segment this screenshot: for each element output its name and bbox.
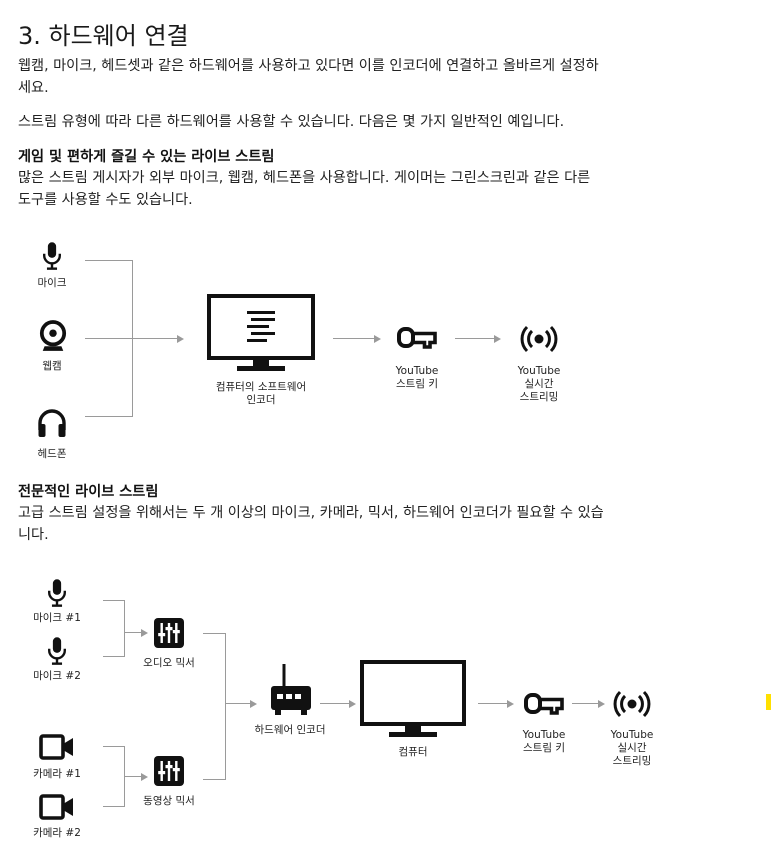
connector <box>124 600 125 657</box>
webcam-icon <box>39 320 67 352</box>
hardware-encoder-icon <box>271 664 311 715</box>
software-encoder-label-line-1: 컴퓨터의 소프트웨어 <box>215 381 307 393</box>
connector <box>455 338 495 339</box>
live-label-line-2: 실시간 <box>524 378 554 390</box>
connector <box>85 260 132 261</box>
arrow-head <box>598 699 605 708</box>
live-label-line-2: 실시간 <box>617 742 647 754</box>
yellow-marker <box>766 694 771 710</box>
live-broadcast-icon <box>612 689 652 719</box>
stream-key-label-line-1: YouTube <box>522 729 566 741</box>
microphone-icon <box>41 241 63 271</box>
section-title: 3. 하드웨어 연결 <box>18 22 189 50</box>
connector <box>225 703 251 704</box>
connector <box>124 776 142 777</box>
connector <box>103 746 124 747</box>
arrow-head <box>177 334 184 343</box>
connector <box>132 338 178 339</box>
gaming-description-line-2: 도구를 사용할 수도 있습니다. <box>18 192 193 208</box>
stream-key-label-line-2: 스트림 키 <box>523 742 565 754</box>
intro-text-2: 스트림 유형에 따라 다른 하드웨어를 사용할 수 있습니다. 다음은 몇 가지… <box>18 114 565 130</box>
live-label-line-3: 스트리밍 <box>612 755 652 767</box>
mic-label: 마이크 <box>37 277 67 289</box>
live-label-line-1: YouTube <box>610 729 654 741</box>
monitor-icon <box>207 294 315 371</box>
mic-2-label: 마이크 #2 <box>33 670 81 682</box>
connector <box>103 600 124 601</box>
connector <box>478 703 508 704</box>
connector <box>85 338 132 339</box>
key-icon <box>397 326 437 350</box>
mic-1-label: 마이크 #1 <box>33 612 81 624</box>
monitor-icon <box>360 660 466 737</box>
video-camera-icon <box>39 733 75 761</box>
connector <box>85 416 132 417</box>
connector <box>320 703 350 704</box>
live-broadcast-icon <box>519 324 559 354</box>
hardware-encoder-label: 하드웨어 인코더 <box>254 724 326 736</box>
intro-text-line-2: 세요. <box>18 80 49 96</box>
connector <box>203 779 225 780</box>
pro-heading: 전문적인 라이브 스트림 <box>18 484 159 500</box>
microphone-icon <box>46 636 68 666</box>
stream-key-label-line-1: YouTube <box>395 365 439 377</box>
connector <box>333 338 375 339</box>
microphone-icon <box>46 578 68 608</box>
connector <box>572 703 599 704</box>
pro-description-line-2: 니다. <box>18 527 49 543</box>
arrow-head <box>494 334 501 343</box>
stream-key-label-line-2: 스트림 키 <box>396 378 438 390</box>
arrow-head <box>349 699 356 708</box>
audio-mixer-label: 오디오 믹서 <box>143 657 195 669</box>
connector <box>203 633 225 634</box>
webcam-label: 웹캠 <box>42 360 62 372</box>
arrow-head <box>250 699 257 708</box>
arrow-head <box>507 699 514 708</box>
connector <box>103 656 124 657</box>
gaming-heading: 게임 및 편하게 즐길 수 있는 라이브 스트림 <box>18 149 275 165</box>
mixer-icon <box>154 756 184 786</box>
arrow-head <box>141 628 148 637</box>
camera-2-label: 카메라 #2 <box>33 827 81 839</box>
connector <box>103 806 124 807</box>
arrow-head <box>141 772 148 781</box>
live-label-line-3: 스트리밍 <box>519 391 559 403</box>
video-mixer-label: 동영상 믹서 <box>143 795 195 807</box>
arrow-head <box>374 334 381 343</box>
headphones-icon <box>37 408 67 438</box>
computer-label: 컴퓨터 <box>398 746 428 758</box>
live-label-line-1: YouTube <box>517 365 561 377</box>
gaming-description-line-1: 많은 스트림 게시자가 외부 마이크, 웹캠, 헤드폰을 사용합니다. 게이머는… <box>18 170 591 186</box>
pro-description-line-1: 고급 스트림 설정을 위해서는 두 개 이상의 마이크, 카메라, 믹서, 하드… <box>18 505 604 521</box>
key-icon <box>524 692 564 716</box>
intro-text-line-1: 웹캠, 마이크, 헤드셋과 같은 하드웨어를 사용하고 있다면 이를 인코더에 … <box>18 58 599 74</box>
software-encoder-label-line-2: 인코더 <box>246 394 276 406</box>
connector <box>225 633 226 780</box>
mixer-icon <box>154 618 184 648</box>
video-camera-icon <box>39 793 75 821</box>
camera-1-label: 카메라 #1 <box>33 768 81 780</box>
connector <box>124 632 142 633</box>
headphones-label: 헤드폰 <box>37 448 67 460</box>
